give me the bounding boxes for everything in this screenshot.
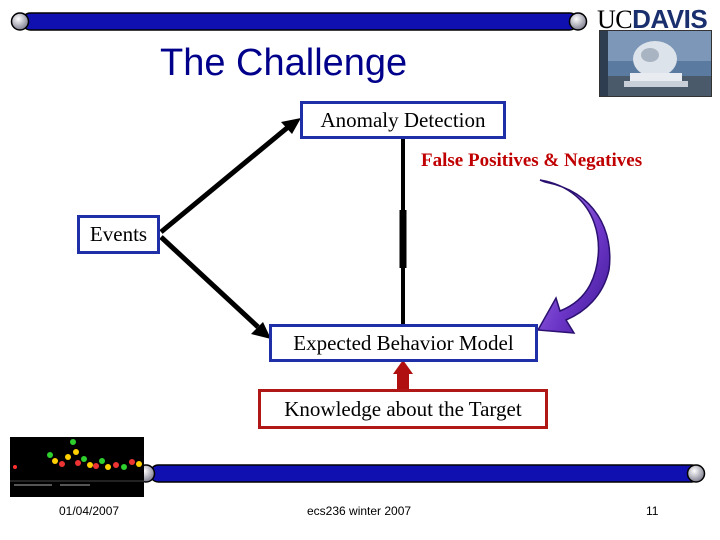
footer-page-number: 11 [646,504,659,518]
arrow-events-to-anomaly [159,118,301,234]
arrow-events-to-expected [159,235,271,339]
ucdavis-logo: UCDAVIS [597,4,708,35]
knowledge-about-target-box: Knowledge about the Target [258,389,548,429]
bottom-decorative-bar [136,464,706,483]
false-positives-negatives-label: False Positives & Negatives [421,150,643,171]
arrow-knowledge-to-expected [393,360,413,389]
events-box: Events [77,215,160,254]
photo-sculpture-icon [599,30,712,97]
footer-date: 01/04/2007 [59,504,120,518]
anomaly-detection-box: Anomaly Detection [300,101,506,139]
logo-text-bold: DAVIS [632,4,708,34]
slide-title: The Challenge [160,42,408,84]
expected-behavior-model-box: Expected Behavior Model [269,324,538,362]
top-decorative-bar [10,12,588,31]
thumbnail-visualization-icon [10,437,144,497]
curved-feedback-arrow [536,179,611,334]
logo-text-regular: UC [597,5,633,34]
footer-course: ecs236 winter 2007 [307,504,412,518]
